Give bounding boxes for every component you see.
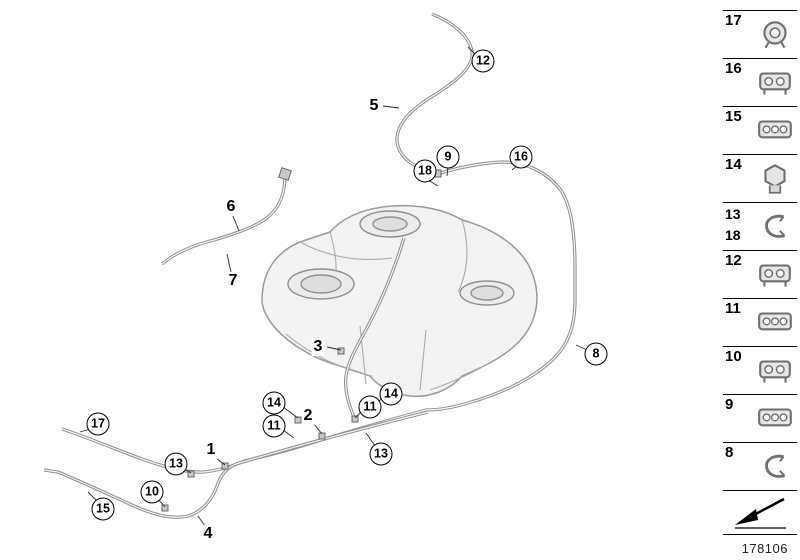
callout-14[interactable]: 14 <box>262 391 286 415</box>
cable-clip-icon <box>759 359 791 384</box>
callout-2[interactable]: 2 <box>301 407 315 425</box>
sidebar-part-14[interactable]: 14 <box>723 155 797 203</box>
callout-8[interactable]: 8 <box>584 342 608 366</box>
part-number-label: 10 <box>725 348 742 365</box>
triple-line-clip-icon <box>758 311 792 330</box>
callout-9[interactable]: 9 <box>436 145 460 169</box>
callout-10[interactable]: 10 <box>140 480 164 504</box>
sidebar-part-12[interactable]: 12 <box>723 251 797 299</box>
callout-4[interactable]: 4 <box>201 525 215 543</box>
sidebar-part-16[interactable]: 16 <box>723 59 797 107</box>
sidebar-part-8[interactable]: 8 <box>723 443 797 491</box>
sidebar-part-9[interactable]: 9 <box>723 395 797 443</box>
callout-11b[interactable]: 11 <box>358 395 382 419</box>
union-nut-icon <box>764 163 786 194</box>
callout-5[interactable]: 5 <box>367 97 381 115</box>
sidebar-part-10[interactable]: 10 <box>723 347 797 395</box>
callout-18[interactable]: 18 <box>413 159 437 183</box>
hose-clamp-icon <box>763 20 787 49</box>
part-number-label: 14 <box>725 156 742 173</box>
part-number-label: 13 18 <box>725 206 741 243</box>
sidebar-part-17[interactable]: 17 <box>723 11 797 59</box>
sidebar-part-15[interactable]: 15 <box>723 107 797 155</box>
direction-indicator <box>723 491 797 535</box>
callout-15[interactable]: 15 <box>91 497 115 521</box>
callout-3[interactable]: 3 <box>311 338 325 356</box>
callout-1[interactable]: 1 <box>204 441 218 459</box>
part-number-label: 17 <box>725 12 742 29</box>
part-number-label: 11 <box>725 300 741 317</box>
hose-clip-icon <box>765 454 786 478</box>
cable-clip-icon <box>759 263 791 288</box>
sidebar-part-13-18[interactable]: 13 18 <box>723 203 797 251</box>
callout-17[interactable]: 17 <box>86 412 110 436</box>
part-number-label: 16 <box>725 60 742 77</box>
part-number-label: 8 <box>725 444 734 461</box>
sidebar-part-11[interactable]: 11 <box>723 299 797 347</box>
diagram-id: 178106 <box>741 541 788 556</box>
callout-13[interactable]: 13 <box>164 452 188 476</box>
part-number-label: 15 <box>725 108 742 125</box>
triple-line-clip-icon <box>758 119 792 138</box>
callout-12[interactable]: 12 <box>471 49 495 73</box>
callout-13b[interactable]: 13 <box>369 442 393 466</box>
part-number-label: 9 <box>725 396 734 413</box>
parts-thumbnail-strip: 17 16 15 14 13 18 12 11 <box>723 10 797 535</box>
callout-16[interactable]: 16 <box>509 145 533 169</box>
cable-clip-icon <box>759 71 791 96</box>
callout-6[interactable]: 6 <box>224 198 238 216</box>
direction-arrow-icon <box>733 497 788 529</box>
part-number-label: 12 <box>725 252 742 269</box>
callout-7[interactable]: 7 <box>226 272 240 290</box>
triple-line-clip-icon <box>758 407 792 426</box>
callout-14b[interactable]: 14 <box>379 382 403 406</box>
callout-11[interactable]: 11 <box>262 414 286 438</box>
retaining-clip-icon <box>765 214 786 238</box>
